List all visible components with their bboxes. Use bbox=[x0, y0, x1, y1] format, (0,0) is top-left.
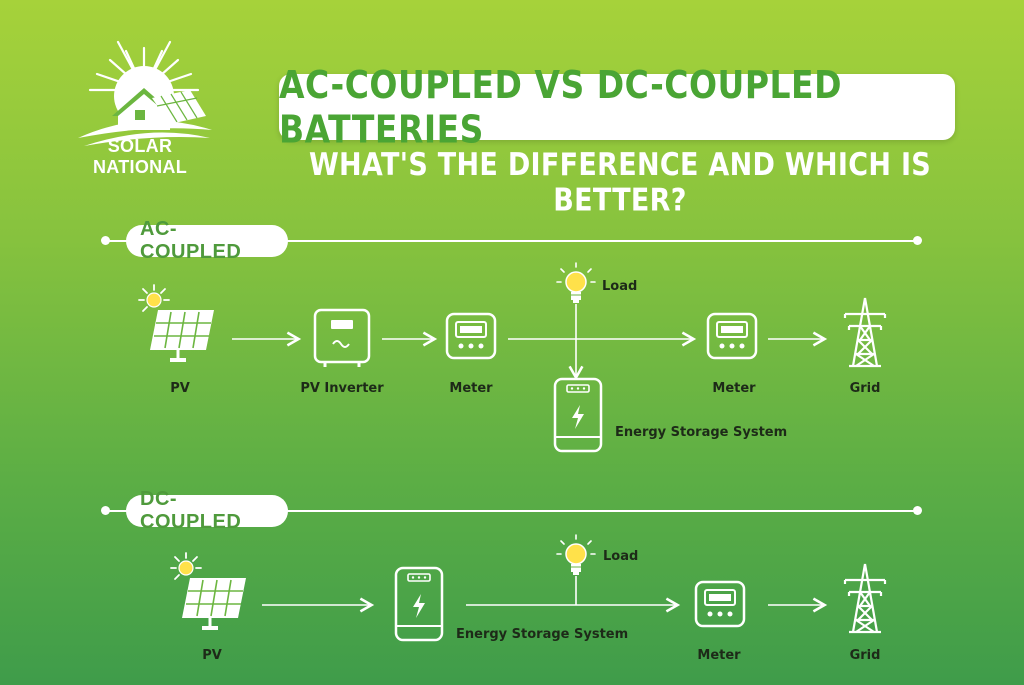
section-dot-right bbox=[913, 236, 922, 245]
power-tower-icon bbox=[843, 297, 887, 368]
inverter-icon bbox=[313, 308, 371, 367]
ac-storage-label: Energy Storage System bbox=[615, 425, 788, 440]
ac-inverter-label: PV Inverter bbox=[300, 381, 384, 396]
dc-pv-label: PV bbox=[202, 648, 222, 663]
ac-meter-1-label: Meter bbox=[449, 381, 493, 396]
meter-icon bbox=[706, 312, 758, 360]
power-tower-icon bbox=[843, 563, 887, 634]
battery-icon bbox=[553, 377, 603, 453]
dc-meter-label: Meter bbox=[697, 648, 741, 663]
dc-section-divider bbox=[105, 510, 917, 512]
ac-load-label: Load bbox=[602, 279, 638, 294]
page-title: AC-COUPLED VS DC-COUPLED BATTERIES bbox=[279, 62, 842, 152]
lightbulb-icon bbox=[556, 262, 596, 303]
brand-name: SOLAR NATIONAL bbox=[92, 136, 188, 177]
meter-icon bbox=[694, 580, 746, 628]
page-subtitle: WHAT'S THE DIFFERENCE AND WHICH IS BETTE… bbox=[308, 147, 932, 219]
dc-grid-label: Grid bbox=[849, 648, 881, 663]
solar-national-logo bbox=[78, 40, 212, 146]
ac-section-divider bbox=[105, 240, 917, 242]
solar-panel-icon bbox=[138, 284, 214, 362]
meter-icon bbox=[445, 312, 497, 360]
solar-panel-icon bbox=[170, 552, 246, 630]
lightbulb-icon bbox=[556, 534, 596, 575]
dc-load-label: Load bbox=[603, 549, 639, 564]
ac-grid-label: Grid bbox=[849, 381, 881, 396]
battery-icon bbox=[394, 566, 444, 642]
ac-pv-label: PV bbox=[170, 381, 190, 396]
title-box: AC-COUPLED VS DC-COUPLED BATTERIES bbox=[279, 62, 955, 152]
dc-storage-label: Energy Storage System bbox=[456, 627, 629, 642]
section-dot-right bbox=[913, 506, 922, 515]
ac-meter-2-label: Meter bbox=[712, 381, 756, 396]
